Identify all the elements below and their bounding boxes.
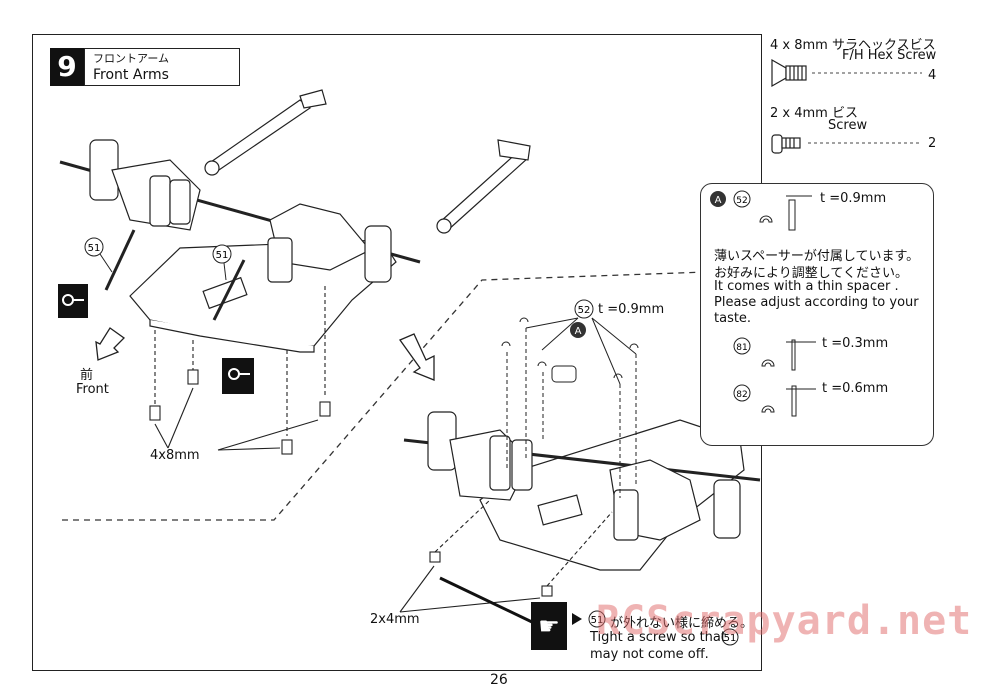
tip-text-jp: が外れない様に締める。	[610, 616, 754, 631]
screws-2x4-group	[399, 499, 613, 613]
part-2-name-jp: 2 x 4mm ビス	[770, 106, 858, 121]
tip-text-en-1: Tight a screw so that	[590, 630, 726, 645]
steering-rod-left	[204, 89, 327, 176]
part-2-qty: 2	[928, 136, 937, 151]
part-52-label-main: 52	[574, 299, 594, 319]
part-51-label-upper: 51	[84, 237, 113, 273]
note-line-2-jp: お好みにより調整してください。	[714, 266, 908, 281]
svg-text:51: 51	[216, 250, 229, 261]
part-51-tip-label-2: 51	[721, 628, 739, 646]
svg-text:51: 51	[591, 615, 604, 626]
note-spacer-81: t =0.3mm	[822, 336, 889, 351]
marker-a-main: A	[570, 322, 586, 338]
svg-text:51: 51	[724, 633, 737, 644]
step-title: フロントアーム Front Arms	[84, 48, 240, 86]
front-label-jp: 前	[80, 368, 94, 383]
svg-text:A: A	[575, 326, 582, 337]
part-51-tip-label: 51	[588, 610, 606, 628]
front-arm-assembly-upper	[59, 139, 421, 283]
spacer-note-box	[700, 183, 934, 446]
screw-2x4-label: 2x4mm	[370, 612, 420, 627]
front-arm-assembly-lower	[403, 411, 761, 541]
chassis-plate-right	[479, 419, 745, 571]
spacer-52-thickness: t =0.9mm	[598, 302, 665, 317]
tool-icon-upper	[58, 284, 88, 318]
flat-hex-screw-icon	[771, 58, 807, 88]
steering-rod-right	[436, 139, 531, 234]
page-number: 26	[490, 672, 508, 688]
note-spacer-52: t =0.9mm	[820, 191, 887, 206]
svg-text:52: 52	[578, 305, 591, 316]
watermark: RCScrapyard.net	[596, 598, 973, 644]
hinge-pin-right	[212, 259, 246, 321]
pointer-triangle-icon	[572, 613, 582, 625]
note-line-1-jp: 薄いスペーサーが付属しています。	[714, 249, 920, 264]
screw-4x8-label: 4x8mm	[150, 448, 200, 463]
screws-4x8-group	[149, 286, 331, 455]
note-line-3-en: It comes with a thin spacer .	[714, 279, 899, 294]
part-1-qty: 4	[928, 68, 937, 83]
svg-text:51: 51	[88, 243, 101, 254]
part-2-name-en: Screw	[828, 118, 868, 133]
hinge-pin-left	[104, 229, 136, 291]
step-title-jp: フロントアーム	[93, 52, 170, 65]
note-line-4-en: Please adjust according to your	[714, 295, 919, 310]
pan-screw-icon	[771, 134, 801, 154]
step-number: 9	[50, 48, 84, 86]
spacer-guides	[501, 317, 639, 498]
front-label-en: Front	[76, 382, 109, 397]
step-title-en: Front Arms	[93, 67, 169, 83]
front-direction-arrow-right-icon	[399, 333, 435, 381]
note-spacer-82: t =0.6mm	[822, 381, 889, 396]
part-1-name-jp: 4 x 8mm サラヘックスビス	[770, 38, 936, 53]
tighten-tip-icon: ☛	[531, 602, 567, 650]
tip-text-en-2: may not come off.	[590, 647, 709, 662]
part-51-label-middle: 51	[212, 244, 232, 281]
tool-icon-lower	[222, 358, 254, 394]
callout-arrow	[439, 576, 533, 624]
front-direction-arrow-icon	[95, 327, 126, 361]
part-1-name-en: F/H Hex Screw	[842, 48, 937, 63]
note-line-5-en: taste.	[714, 311, 752, 326]
